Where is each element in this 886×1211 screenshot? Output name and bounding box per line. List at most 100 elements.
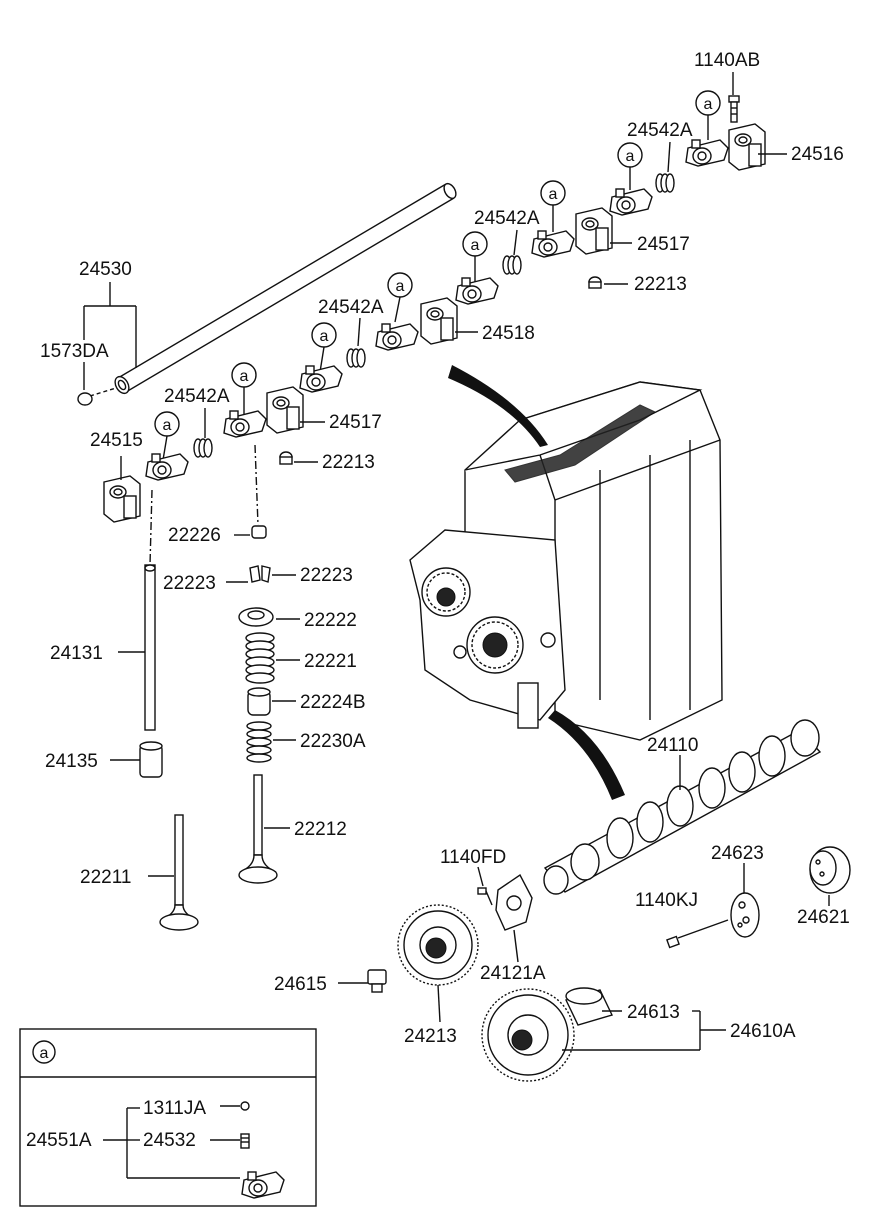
callout-a-3: a [540, 180, 566, 232]
valve-keeper-22223 [249, 565, 271, 583]
label-24542A: 24542A [627, 120, 693, 141]
label-1140FD: 1140FD [440, 847, 506, 868]
label-24110: 24110 [647, 735, 698, 756]
label-24623: 24623 [711, 843, 764, 864]
valve-seal-22224B [247, 687, 271, 716]
callout-a-4: a [462, 231, 488, 282]
rocker-bracket-24517 [266, 386, 304, 434]
label-24542A: 24542A [164, 386, 230, 407]
leader-lines [110, 72, 830, 1051]
svg-text:a: a [320, 328, 329, 345]
label-1140KJ: 1140KJ [635, 890, 698, 911]
svg-text:a: a [549, 186, 558, 203]
plate-24623 [730, 892, 760, 938]
label-24542A: 24542A [474, 208, 540, 229]
rocker-arm [609, 188, 653, 216]
label-24530: 24530 [79, 259, 132, 280]
valve-stem-seal-22226 [251, 444, 267, 539]
label-24515: 24515 [90, 430, 143, 451]
label-22230A: 22230A [300, 731, 366, 752]
label-22223: 22223 [300, 565, 353, 586]
svg-text:a: a [471, 237, 480, 254]
legend-child-1311JA: 1311JA [143, 1098, 206, 1119]
label-24516: 24516 [791, 144, 844, 165]
label-24517: 24517 [637, 234, 690, 255]
legend-child-24532: 24532 [143, 1130, 196, 1151]
nut-22213-top [588, 276, 602, 289]
label-24121A: 24121A [480, 963, 546, 984]
tappet-24135 [139, 741, 163, 778]
legend-box: a 24551A 1311JA 24532 [19, 1028, 317, 1207]
label-22221: 22221 [304, 651, 357, 672]
intake-valve-22211 [159, 814, 199, 931]
label-24542A: 24542A [318, 297, 384, 318]
label-22224B: 22224B [300, 692, 366, 713]
label-24610A: 24610A [730, 1021, 796, 1042]
valve-spring-22230A [246, 721, 272, 763]
bushing-24613 [565, 987, 613, 1026]
rocker-arm [531, 230, 575, 258]
label-24213: 24213 [404, 1026, 457, 1047]
rocker-bracket-24515 [103, 475, 141, 523]
label-24621: 24621 [797, 907, 850, 928]
label-24518: 24518 [482, 323, 535, 344]
rocker-shaft [114, 182, 457, 395]
callout-a-6: a [311, 322, 337, 373]
rocker-arm [223, 410, 267, 438]
shaft-plug [77, 387, 117, 406]
callout-a-2: a [617, 142, 643, 190]
callout-a-1: a [695, 90, 721, 140]
label-22222: 22222 [304, 610, 357, 631]
svg-text:a: a [626, 148, 635, 165]
label-22226: 22226 [168, 525, 221, 546]
label-22213: 22213 [322, 452, 375, 473]
svg-text:a: a [704, 96, 713, 113]
callout-a-7: a [231, 362, 257, 414]
rocker-arm [685, 139, 729, 167]
svg-text:a: a [163, 417, 172, 434]
idler-gear-24213 [397, 904, 479, 986]
label-1573DA: 1573DA [40, 341, 109, 362]
rocker-bracket-24518 [420, 297, 458, 345]
exhaust-valve-22212 [238, 774, 278, 884]
rocker-spring [346, 348, 366, 368]
rocker-arm [299, 365, 343, 393]
legend-marker-letter: a [40, 1045, 49, 1062]
svg-text:a: a [240, 368, 249, 385]
part-labels: 1140AB 24542A 24516 24542A 24517 22213 2… [40, 50, 850, 1047]
callout-a-5: a [387, 272, 413, 323]
label-24135: 24135 [45, 751, 98, 772]
rocker-arm [455, 277, 499, 305]
rocker-spring [193, 438, 213, 458]
bolt-24615 [367, 969, 387, 993]
rocker-arm [375, 323, 419, 351]
camshaft-24110 [543, 719, 822, 895]
label-22211: 22211 [80, 867, 131, 888]
label-22212: 22212 [294, 819, 347, 840]
label-24131: 24131 [50, 643, 103, 664]
pointer-arrow-top [448, 365, 548, 447]
svg-text:a: a [396, 278, 405, 295]
legend-parent-label: 24551A [26, 1130, 92, 1151]
bolt-1140AB [728, 95, 740, 123]
cam-gear-24610A [481, 988, 575, 1082]
valve-spring-22221 [245, 632, 275, 684]
leader-24530 [83, 282, 137, 390]
label-22213: 22213 [634, 274, 687, 295]
bolt-1140KJ [666, 919, 729, 949]
label-1140AB: 1140AB [694, 50, 760, 71]
rocker-spring [502, 255, 522, 275]
rocker-spring [655, 173, 675, 193]
callout-a-8: a [154, 411, 180, 461]
pointer-arrow-bottom [548, 710, 625, 800]
label-24615: 24615 [274, 974, 327, 995]
rocker-bracket-24516 [728, 123, 766, 171]
bolt-1140FD [477, 887, 493, 906]
legend-screw-icon [240, 1133, 250, 1149]
label-22223: 22223 [163, 573, 216, 594]
engine-block [409, 381, 723, 741]
rocker-bracket-24517 [575, 207, 613, 255]
bushing-24621 [809, 846, 851, 894]
legend-marker [32, 1040, 56, 1064]
